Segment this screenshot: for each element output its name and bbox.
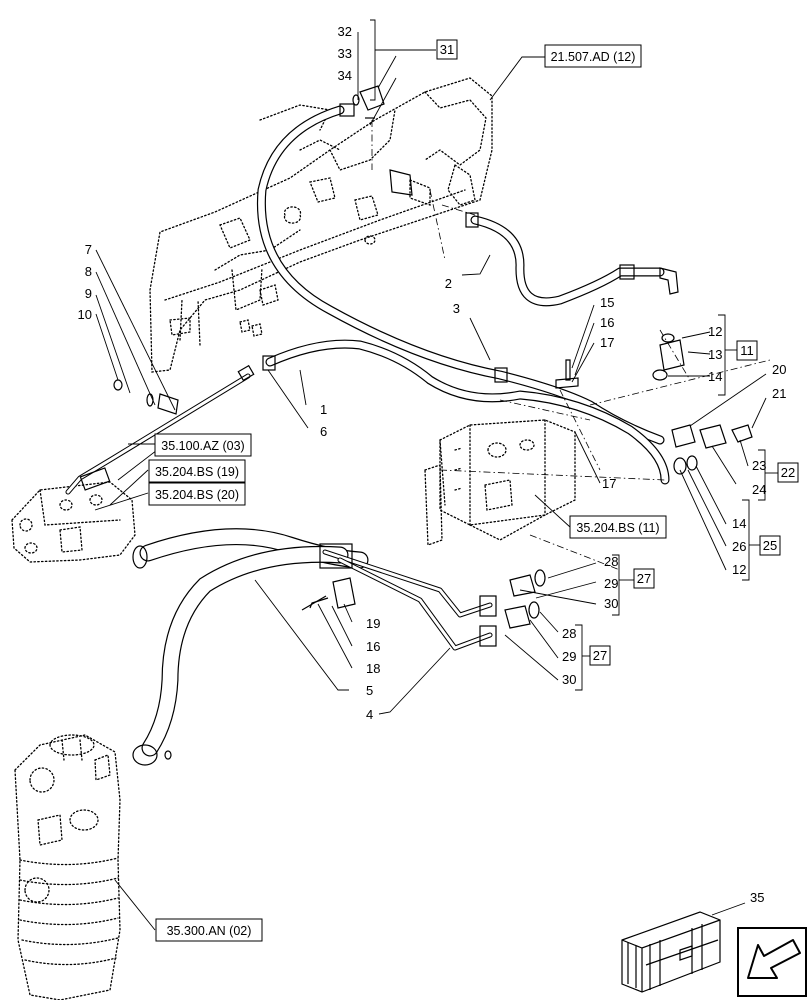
steel-pipe-7	[65, 364, 255, 495]
hitch-valve	[11, 481, 136, 563]
callout-30-a: 30	[604, 596, 618, 611]
group-brackets	[370, 19, 778, 691]
callout-24: 24	[752, 482, 766, 497]
callout-23: 23	[752, 458, 766, 473]
callout-21: 21	[772, 386, 786, 401]
previous-page-arrow-icon[interactable]	[737, 927, 807, 997]
cross-refs: 21.507.AD (12) 35.100.AZ (03) 35.204.BS …	[148, 44, 667, 942]
group-27-b: 27	[593, 648, 607, 663]
fittings	[113, 85, 753, 760]
group-11: 11	[740, 343, 754, 358]
pipes-4	[319, 543, 497, 651]
callout-labels: 32 33 34 2 3 7 8 9 10 1 6 15 16 17 12 13…	[78, 24, 787, 905]
callout-18: 18	[366, 661, 380, 676]
callout-7: 7	[85, 242, 92, 257]
ref-35-204-bs-19: 35.204.BS (19)	[155, 465, 239, 479]
callout-8: 8	[85, 264, 92, 279]
suction-hose-5	[132, 528, 369, 766]
callout-12-mid: 12	[732, 562, 746, 577]
ref-35-100-az: 35.100.AZ (03)	[161, 439, 244, 453]
ref-35-204-bs-20: 35.204.BS (20)	[155, 488, 239, 502]
callout-2: 2	[445, 276, 452, 291]
callout-34: 34	[338, 68, 352, 83]
callout-19: 19	[366, 616, 380, 631]
ref-35-204-bs-11: 35.204.BS (11)	[576, 521, 659, 535]
hydraulic-pump	[14, 734, 121, 1000]
callout-29-a: 29	[604, 576, 618, 591]
callout-10: 10	[78, 307, 92, 322]
group-refs: 31 11 22 25 27 27	[436, 39, 799, 666]
callout-16-top: 16	[600, 315, 614, 330]
callout-4: 4	[366, 707, 373, 722]
ref-35-300-an: 35.300.AN (02)	[167, 924, 252, 938]
callout-15: 15	[600, 295, 614, 310]
group-25: 25	[763, 538, 777, 553]
callout-35: 35	[750, 890, 764, 905]
hose-3	[256, 103, 665, 445]
group-22: 22	[781, 465, 795, 480]
leader-lines	[94, 32, 767, 931]
group-31: 31	[440, 42, 454, 57]
clamp-19	[309, 577, 356, 609]
callout-12-top: 12	[708, 324, 722, 339]
hose-1	[262, 339, 670, 485]
callout-30-b: 30	[562, 672, 576, 687]
callout-5: 5	[366, 683, 373, 698]
callout-6: 6	[320, 424, 327, 439]
callout-33: 33	[338, 46, 352, 61]
callout-17-mid: 17	[602, 476, 616, 491]
callout-3: 3	[453, 301, 460, 316]
callout-32: 32	[338, 24, 352, 39]
callout-16-low: 16	[366, 639, 380, 654]
callout-17-top: 17	[600, 335, 614, 350]
callout-1: 1	[320, 402, 327, 417]
control-valve-block	[424, 419, 576, 546]
callout-28-a: 28	[604, 554, 618, 569]
callout-14-top: 14	[708, 369, 722, 384]
callout-13: 13	[708, 347, 722, 362]
callout-9: 9	[85, 286, 92, 301]
callout-28-b: 28	[562, 626, 576, 641]
parts-crate-icon	[621, 911, 721, 993]
callout-26: 26	[732, 539, 746, 554]
group-27-a: 27	[637, 571, 651, 586]
callout-20: 20	[772, 362, 786, 377]
center-lines	[371, 120, 771, 571]
hose-2	[465, 212, 679, 307]
ref-21-507-ad: 21.507.AD (12)	[551, 50, 636, 64]
callout-29-b: 29	[562, 649, 576, 664]
callout-14-mid: 14	[732, 516, 746, 531]
